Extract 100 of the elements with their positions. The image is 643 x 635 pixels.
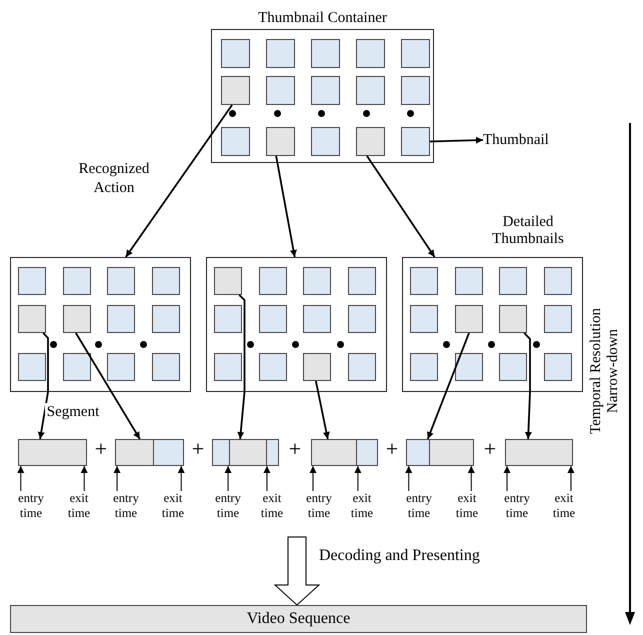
time-label: entry time xyxy=(11,491,51,523)
segment-bar xyxy=(18,439,87,466)
thumbnail-tile xyxy=(499,267,527,295)
arrow xyxy=(114,466,121,492)
thumbnail-tile xyxy=(455,353,483,381)
thumbnail-tile xyxy=(311,39,340,68)
arrow xyxy=(315,380,330,440)
thumbnail-tile xyxy=(544,305,572,333)
time-label: exit time xyxy=(447,491,487,523)
time-label: exit time xyxy=(544,491,584,523)
plus-sign: + xyxy=(288,437,302,461)
thumbnail-tile xyxy=(107,267,135,295)
thumbnail-tile xyxy=(303,267,331,295)
thumbnail-tile xyxy=(455,267,483,295)
time-label: exit time xyxy=(342,491,382,523)
time-label: entry time xyxy=(299,491,339,523)
thumbnail-tile xyxy=(214,267,242,295)
thumbnail-tile xyxy=(18,267,46,295)
thumbnail-label: Thumbnail xyxy=(483,129,561,151)
time-label: entry time xyxy=(497,491,537,523)
edge-label: Segment xyxy=(45,403,101,422)
video-sequence-bar: Video Sequence xyxy=(10,605,587,633)
segment-bar xyxy=(505,439,573,466)
time-label: exit time xyxy=(59,491,99,523)
time-label: exit time xyxy=(153,491,193,523)
segment-bar xyxy=(311,439,378,466)
thumbnail-tile xyxy=(303,305,331,333)
plus-sign: + xyxy=(190,437,206,461)
thumbnail-grid-panel xyxy=(402,257,583,392)
time-label: entry time xyxy=(208,491,248,523)
arrow xyxy=(38,332,49,440)
thumbnail-tile xyxy=(152,305,180,333)
thumbnail-tile xyxy=(63,267,91,295)
arrow xyxy=(405,466,412,492)
arrow xyxy=(263,466,270,492)
thumbnail-tile xyxy=(259,353,287,381)
arrow xyxy=(504,466,511,492)
plus-sign: + xyxy=(482,437,498,461)
thumbnail-tile xyxy=(410,353,438,381)
thumbnail-tile xyxy=(410,267,438,295)
axis-caption: Temporal Resolution Narrow-down xyxy=(588,307,622,436)
thumbnail-grid-panel xyxy=(206,257,387,392)
thumbnail-tile xyxy=(311,127,340,156)
thumbnail-tile xyxy=(107,305,135,333)
arrow xyxy=(524,332,532,440)
thumbnail-tile xyxy=(221,127,250,156)
thumbnail-tile xyxy=(107,353,135,381)
segment-bar xyxy=(212,439,279,466)
thumbnail-tile xyxy=(401,39,430,68)
thumbnail-tile xyxy=(303,353,331,381)
thumbnail-tile xyxy=(401,127,430,156)
plus-sign: + xyxy=(384,437,400,461)
thumbnail-tile xyxy=(63,353,91,381)
arrow xyxy=(80,466,88,492)
thumbnail-tile xyxy=(348,305,376,333)
thumbnail-tile xyxy=(214,305,242,333)
arrow xyxy=(237,294,246,440)
arrow xyxy=(17,466,24,492)
arrow xyxy=(567,466,574,492)
arrow xyxy=(275,156,297,258)
thumbnail-tile xyxy=(499,305,527,333)
thumbnail-tile xyxy=(18,305,46,333)
plus-sign: + xyxy=(94,437,108,461)
thumbnail-tile xyxy=(356,127,385,156)
thumbnail-tile xyxy=(410,305,438,333)
arrow xyxy=(178,466,185,492)
segment-bar xyxy=(406,439,474,466)
arrow xyxy=(430,136,484,144)
thumbnail-tile xyxy=(356,76,385,105)
panel-title: Thumbnail Container xyxy=(258,10,387,27)
thumbnail-tile xyxy=(266,39,295,68)
thumbnail-tile xyxy=(348,267,376,295)
thumbnail-tile xyxy=(259,305,287,333)
thumbnail-tile xyxy=(455,305,483,333)
segment-bar xyxy=(115,439,184,466)
arrow xyxy=(224,466,232,492)
annotation-text: Detailed Thumbnails xyxy=(491,214,565,248)
arrow xyxy=(366,156,436,258)
time-label: entry time xyxy=(106,491,146,523)
time-label: exit time xyxy=(252,491,292,523)
thumbnail-tile xyxy=(499,353,527,381)
thumbnail-grid-panel xyxy=(10,257,191,392)
thumbnail-tile xyxy=(221,39,250,68)
thumbnail-tile xyxy=(348,353,376,381)
thumbnail-tile xyxy=(266,127,295,156)
thumbnail-tile xyxy=(18,353,46,381)
thumbnail-tile xyxy=(544,267,572,295)
thumbnail-tile xyxy=(221,76,250,105)
arrow xyxy=(426,332,470,440)
time-label: entry time xyxy=(399,491,439,523)
arrow xyxy=(310,466,316,492)
thumbnail-tile xyxy=(259,267,287,295)
thumbnail-tile xyxy=(63,305,91,333)
thumbnail-tile xyxy=(356,39,385,68)
thumbnail-tile xyxy=(214,353,242,381)
thumbnail-tile xyxy=(152,267,180,295)
arrow xyxy=(468,466,475,492)
arrow xyxy=(354,466,362,492)
thumbnail-tile xyxy=(311,76,340,105)
thumbnail-tile xyxy=(544,353,572,381)
